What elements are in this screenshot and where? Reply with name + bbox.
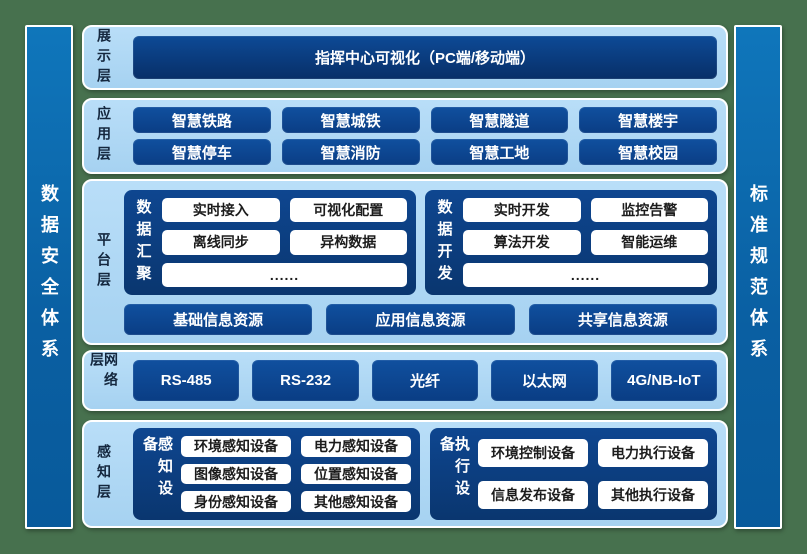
- protocol-box: 4G/NB-IoT: [610, 360, 718, 401]
- display-layer-content: 指挥中心可视化（PC端/移动端）: [124, 27, 726, 88]
- platform-layer-label: 平台层: [96, 232, 112, 292]
- device-box: 电力感知设备: [301, 436, 411, 457]
- data-development-items: 实时开发 监控告警 算法开发 智能运维 ......: [463, 198, 708, 287]
- resource-row: 基础信息资源 应用信息资源 共享信息资源: [124, 304, 717, 335]
- perception-layer-label: 感知层: [96, 444, 112, 504]
- device-box: 信息发布设备: [478, 481, 588, 509]
- device-box: 环境感知设备: [181, 436, 291, 457]
- execution-devices-label: 执行设备: [438, 436, 470, 502]
- data-security-pillar-label: 数据安全体系: [39, 184, 59, 370]
- protocol-box: RS-232: [252, 360, 359, 401]
- device-box: 身份感知设备: [181, 491, 291, 512]
- app-box: 智慧城铁: [281, 107, 420, 133]
- app-box: 智慧隧道: [430, 107, 569, 133]
- feature-box-ellipsis: ......: [162, 262, 407, 287]
- resource-box: 共享信息资源: [528, 304, 717, 335]
- application-layer-label: 应用层: [96, 106, 112, 166]
- app-box: 智慧校园: [579, 139, 717, 165]
- protocol-box: RS-485: [133, 360, 240, 401]
- sensing-devices-items: 环境感知设备 电力感知设备 图像感知设备 位置感知设备 身份感知设备 其他感知设…: [181, 436, 411, 512]
- standards-pillar: 标准规范体系: [734, 25, 782, 529]
- device-box: 图像感知设备: [181, 463, 291, 485]
- feature-box: 监控告警: [590, 198, 708, 223]
- feature-box-ellipsis: ......: [463, 262, 708, 287]
- app-box: 智慧楼宇: [579, 107, 717, 133]
- resource-box: 基础信息资源: [124, 304, 313, 335]
- protocol-box: 以太网: [491, 360, 598, 401]
- application-layer-panel: 应用层 智慧铁路 智慧城铁 智慧隧道 智慧楼宇 智慧停车 智慧消防 智慧工地 智…: [82, 98, 728, 174]
- display-layer-panel: 展示层 指挥中心可视化（PC端/移动端）: [82, 25, 728, 90]
- platform-layer-content: 数据汇聚 实时接入 可视化配置 离线同步 异构数据 ...... 数据开发: [124, 181, 726, 343]
- application-layer-content: 智慧铁路 智慧城铁 智慧隧道 智慧楼宇 智慧停车 智慧消防 智慧工地 智慧校园: [124, 100, 726, 172]
- app-box: 智慧铁路: [133, 107, 271, 133]
- network-layer-content: RS-485 RS-232 光纤 以太网 4G/NB-IoT: [124, 352, 726, 409]
- app-box: 智慧停车: [133, 139, 271, 165]
- feature-box: 实时开发: [463, 198, 581, 223]
- standards-pillar-label: 标准规范体系: [748, 184, 768, 370]
- display-layer-label: 展示层: [96, 27, 112, 88]
- command-center-box: 指挥中心可视化（PC端/移动端）: [133, 36, 717, 79]
- feature-box: 可视化配置: [289, 198, 407, 223]
- feature-box: 异构数据: [289, 230, 407, 255]
- app-box: 智慧工地: [430, 139, 569, 165]
- perception-layer-content: 感知设备 环境感知设备 电力感知设备 图像感知设备 位置感知设备 身份感知设备 …: [124, 422, 726, 526]
- platform-groups: 数据汇聚 实时接入 可视化配置 离线同步 异构数据 ...... 数据开发: [124, 190, 717, 295]
- app-box: 智慧消防: [281, 139, 420, 165]
- device-box: 电力执行设备: [598, 439, 708, 467]
- platform-layer-panel: 平台层 数据汇聚 实时接入 可视化配置 离线同步 异构数据 ......: [82, 179, 728, 345]
- resource-box: 应用信息资源: [326, 304, 515, 335]
- device-box: 其他执行设备: [598, 481, 708, 509]
- data-security-pillar: 数据安全体系: [25, 25, 73, 529]
- feature-box: 智能运维: [590, 230, 708, 255]
- feature-box: 离线同步: [162, 230, 280, 255]
- perception-layer-panel: 感知层 感知设备 环境感知设备 电力感知设备 图像感知设备 位置感知设备 身份感…: [82, 420, 728, 528]
- execution-devices-items: 环境控制设备 电力执行设备 信息发布设备 其他执行设备: [478, 436, 708, 512]
- device-box: 环境控制设备: [478, 439, 588, 467]
- data-aggregation-group: 数据汇聚 实时接入 可视化配置 离线同步 异构数据 ......: [124, 190, 416, 295]
- sensing-devices-label: 感知设备: [141, 436, 173, 502]
- data-development-label: 数据开发: [435, 198, 453, 287]
- protocol-box: 光纤: [371, 360, 479, 401]
- execution-devices-group: 执行设备 环境控制设备 电力执行设备 信息发布设备 其他执行设备: [430, 428, 717, 520]
- network-layer-label: 网络层: [89, 352, 119, 392]
- sensing-devices-group: 感知设备 环境感知设备 电力感知设备 图像感知设备 位置感知设备 身份感知设备 …: [133, 428, 420, 520]
- device-box: 其他感知设备: [301, 491, 411, 512]
- feature-box: 算法开发: [463, 230, 581, 255]
- data-development-group: 数据开发 实时开发 监控告警 算法开发 智能运维 ......: [425, 190, 717, 295]
- feature-box: 实时接入: [162, 198, 280, 223]
- device-box: 位置感知设备: [301, 463, 411, 485]
- data-aggregation-label: 数据汇聚: [134, 198, 152, 287]
- network-layer-panel: 网络层 RS-485 RS-232 光纤 以太网 4G/NB-IoT: [82, 350, 728, 411]
- layer-stack: 展示层 指挥中心可视化（PC端/移动端） 应用层 智慧铁路 智慧城铁 智慧隧道 …: [82, 25, 728, 529]
- data-aggregation-items: 实时接入 可视化配置 离线同步 异构数据 ......: [162, 198, 407, 287]
